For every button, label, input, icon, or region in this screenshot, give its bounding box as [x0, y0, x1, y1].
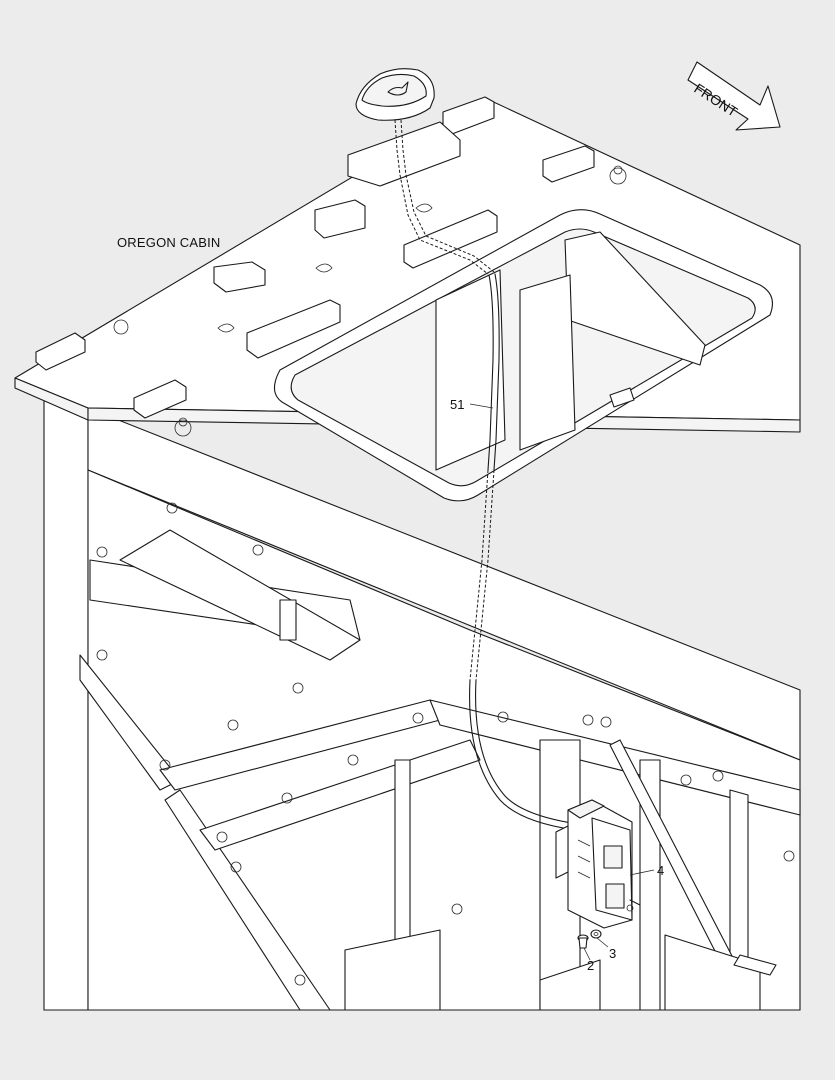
antenna-cable [394, 119, 579, 831]
callout-4: 4 [657, 863, 664, 878]
callout-3: 3 [609, 946, 616, 961]
antenna-dome-icon [355, 68, 435, 121]
cabin-type-label: OREGON CABIN [117, 235, 221, 250]
callout-2: 2 [587, 958, 594, 973]
front-direction-arrow-icon [687, 61, 781, 131]
cab-roof [14, 96, 801, 502]
control-module [555, 799, 641, 929]
bolt-icon [577, 934, 589, 949]
washer-icon [590, 929, 602, 939]
callout-51: 51 [450, 397, 464, 412]
